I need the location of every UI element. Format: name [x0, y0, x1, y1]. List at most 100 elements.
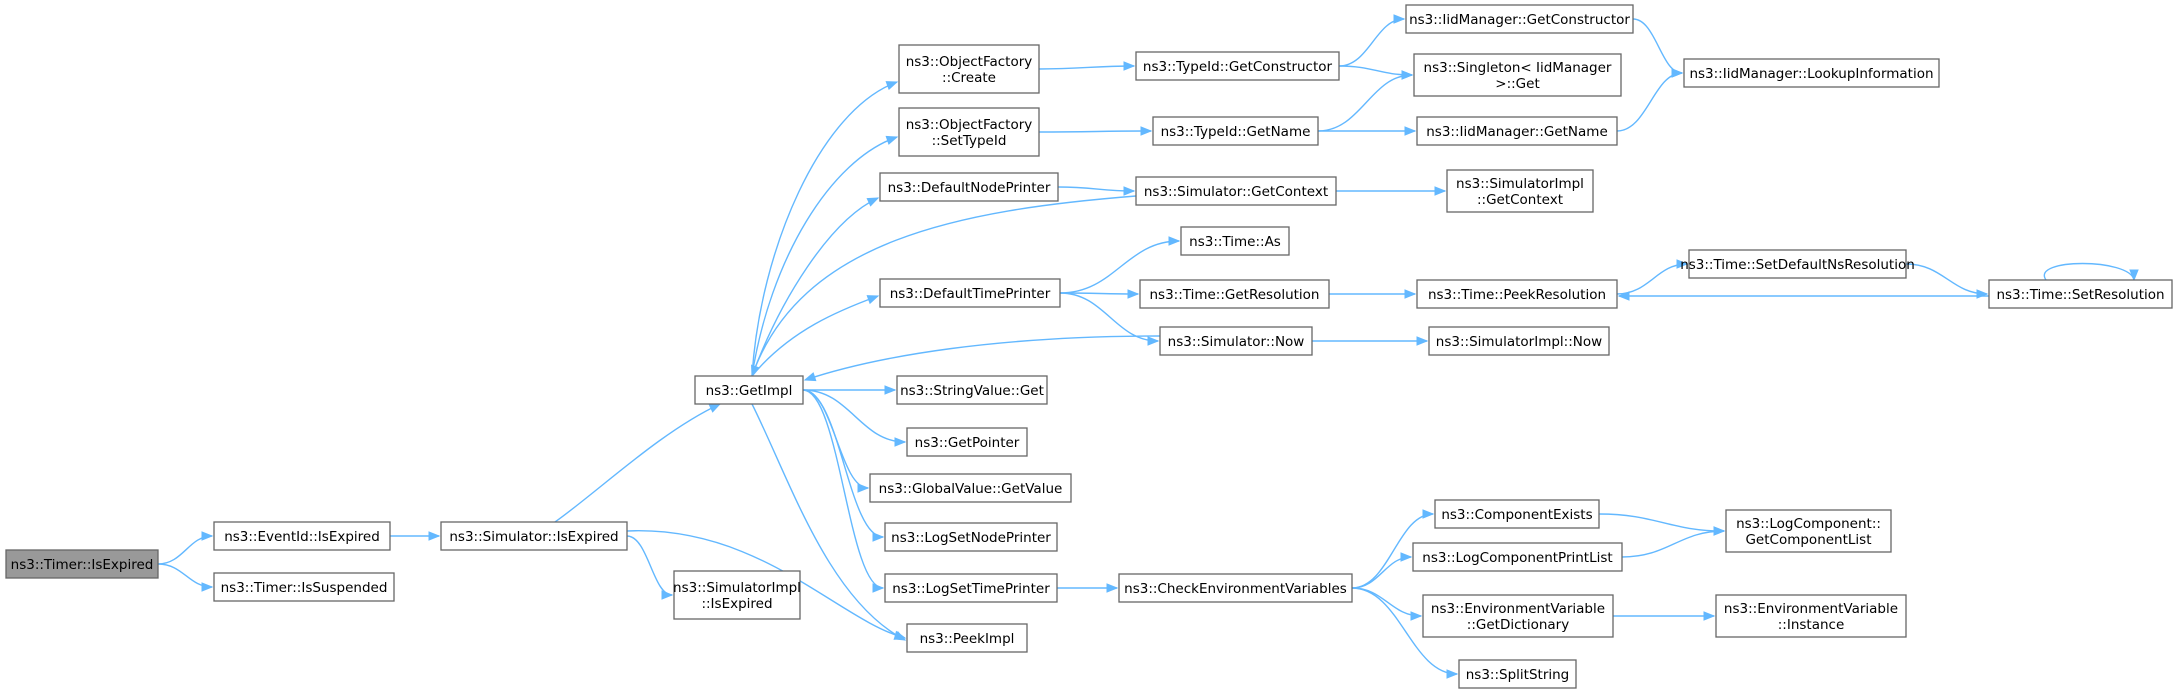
node-box — [1446, 169, 1594, 213]
node-sig[interactable]: ns3::Singleton< IidManager>::Get — [1413, 53, 1622, 97]
edge-sn-to-simn — [1311, 336, 1429, 346]
node-imgc[interactable]: ns3::IidManager::GetConstructor — [1405, 4, 1634, 34]
node-label: ns3::SimulatorImpl::Now — [1436, 334, 1602, 350]
node-box — [906, 623, 1028, 653]
edge-tgr-to-tpr — [1328, 289, 1417, 299]
node-pi[interactable]: ns3::PeekImpl — [906, 623, 1028, 653]
node-box — [213, 521, 391, 551]
edge-evgd-to-evi — [1612, 611, 1716, 621]
edge-gi-to-ofc — [751, 81, 899, 377]
node-evi[interactable]: ns3::EnvironmentVariable::Instance — [1715, 594, 1907, 638]
node-cev[interactable]: ns3::CheckEnvironmentVariables — [1118, 573, 1353, 603]
node-label: ns3::CheckEnvironmentVariables — [1124, 581, 1347, 597]
node-box — [906, 427, 1028, 457]
node-box — [1725, 509, 1892, 553]
edge-gi-to-svg — [803, 385, 897, 395]
node-sgc[interactable]: ns3::Simulator::GetContext — [1135, 176, 1337, 206]
node-sn[interactable]: ns3::Simulator::Now — [1159, 326, 1313, 356]
node-dnp[interactable]: ns3::DefaultNodePrinter — [879, 172, 1059, 202]
edge-gi-to-pi — [751, 403, 907, 641]
edge-root-to-eid — [157, 531, 214, 565]
node-tsdr[interactable]: ns3::Time::SetDefaultNsResolution — [1680, 249, 1915, 279]
node-box — [1413, 53, 1622, 97]
node-ofs[interactable]: ns3::ObjectFactory::SetTypeId — [898, 107, 1040, 157]
node-sie[interactable]: ns3::Simulator::IsExpired — [440, 521, 628, 551]
node-ce[interactable]: ns3::ComponentExists — [1434, 499, 1600, 529]
node-label: ns3::LogSetTimePrinter — [892, 581, 1050, 597]
node-tgr[interactable]: ns3::Time::GetResolution — [1139, 279, 1330, 309]
node-tgc[interactable]: ns3::TypeId::GetConstructor — [1135, 51, 1340, 81]
node-simgc[interactable]: ns3::SimulatorImpl::GetContext — [1446, 169, 1594, 213]
edge-tsr-to-tsr — [2043, 262, 2139, 282]
edge-cev-to-lcpl — [1351, 552, 1413, 589]
node-label: ns3::StringValue::Get — [900, 383, 1044, 399]
node-label: ns3::IidManager::LookupInformation — [1689, 66, 1933, 82]
node-sime[interactable]: ns3::SimulatorImpl::IsExpired — [673, 570, 801, 620]
edge-sie-to-sime — [626, 535, 674, 600]
edge-dtp-to-sn — [1059, 292, 1160, 346]
node-tis[interactable]: ns3::Timer::IsSuspended — [213, 572, 395, 602]
node-box — [1405, 4, 1634, 34]
node-lsnp[interactable]: ns3::LogSetNodePrinter — [884, 522, 1058, 552]
node-label: ns3::Time::PeekResolution — [1428, 287, 1606, 303]
edge-tgn-to-imgn — [1318, 126, 1417, 136]
node-tas[interactable]: ns3::Time::As — [1180, 226, 1290, 256]
edge-ofc-to-tgc — [1038, 61, 1136, 71]
node-box — [1458, 659, 1577, 689]
node-box — [440, 521, 628, 551]
node-svg[interactable]: ns3::StringValue::Get — [896, 375, 1048, 405]
node-lcgcl[interactable]: ns3::LogComponent::GetComponentList — [1725, 509, 1892, 553]
node-label: ns3::IidManager::GetName — [1426, 124, 1608, 140]
node-box — [1688, 249, 1907, 279]
edge-tpr-to-tsdr — [1616, 259, 1689, 295]
node-ofc[interactable]: ns3::ObjectFactory::Create — [898, 44, 1040, 94]
node-box — [869, 473, 1072, 503]
node-gvg[interactable]: ns3::GlobalValue::GetValue — [869, 473, 1072, 503]
node-root[interactable]: ns3::Timer::IsExpired — [5, 549, 159, 579]
edge-gi-to-dnp — [751, 197, 880, 377]
edge-sgc-to-gi — [751, 195, 1137, 378]
node-label: GetComponentList — [1745, 532, 1871, 548]
node-label: ns3::Simulator::Now — [1168, 334, 1305, 350]
node-label: ns3::Time::SetDefaultNsResolution — [1680, 257, 1915, 273]
node-gp[interactable]: ns3::GetPointer — [906, 427, 1028, 457]
node-tpr[interactable]: ns3::Time::PeekResolution — [1416, 279, 1618, 309]
node-imli[interactable]: ns3::IidManager::LookupInformation — [1683, 58, 1940, 88]
edge-sgc-to-simgc — [1336, 186, 1447, 196]
node-gi[interactable]: ns3::GetImpl — [694, 375, 804, 405]
edge-ce-to-lcgcl — [1598, 513, 1726, 536]
edge-gi-to-dtp — [751, 295, 880, 377]
node-simn[interactable]: ns3::SimulatorImpl::Now — [1428, 326, 1610, 356]
edge-dtp-to-tas — [1059, 236, 1181, 294]
node-eid[interactable]: ns3::EventId::IsExpired — [213, 521, 391, 551]
node-label: ns3::ObjectFactory — [906, 117, 1033, 133]
node-tgn[interactable]: ns3::TypeId::GetName — [1152, 116, 1319, 146]
node-label: ns3::LogSetNodePrinter — [891, 530, 1051, 546]
node-label: ns3::GetPointer — [915, 435, 1020, 451]
edge-lstp-to-cev — [1056, 583, 1119, 593]
edge-gi-to-lsnp — [802, 389, 885, 542]
node-label: ns3::ComponentExists — [1441, 507, 1592, 523]
node-box — [694, 375, 804, 405]
node-box — [1118, 573, 1353, 603]
node-dtp[interactable]: ns3::DefaultTimePrinter — [879, 278, 1061, 308]
node-label: ::GetContext — [1477, 192, 1563, 208]
edge-eid-to-sie — [390, 531, 441, 541]
node-tsr[interactable]: ns3::Time::SetResolution — [1988, 279, 2173, 309]
node-lstp[interactable]: ns3::LogSetTimePrinter — [884, 573, 1058, 603]
node-label: ns3::Singleton< IidManager — [1424, 60, 1612, 76]
node-box — [898, 107, 1040, 157]
edge-cev-to-ce — [1351, 509, 1435, 589]
node-lcpl[interactable]: ns3::LogComponentPrintList — [1412, 542, 1623, 572]
node-evgd[interactable]: ns3::EnvironmentVariable::GetDictionary — [1422, 594, 1614, 638]
node-label: ns3::DefaultNodePrinter — [888, 180, 1051, 196]
node-ss[interactable]: ns3::SplitString — [1458, 659, 1577, 689]
node-box — [1434, 499, 1600, 529]
node-box — [879, 172, 1059, 202]
node-box — [898, 44, 1040, 94]
edge-cev-to-ss — [1351, 587, 1459, 679]
node-imgn[interactable]: ns3::IidManager::GetName — [1416, 116, 1618, 146]
edge-gi-to-lstp — [802, 389, 885, 593]
node-box — [1988, 279, 2173, 309]
node-label: ns3::LogComponentPrintList — [1422, 550, 1612, 566]
